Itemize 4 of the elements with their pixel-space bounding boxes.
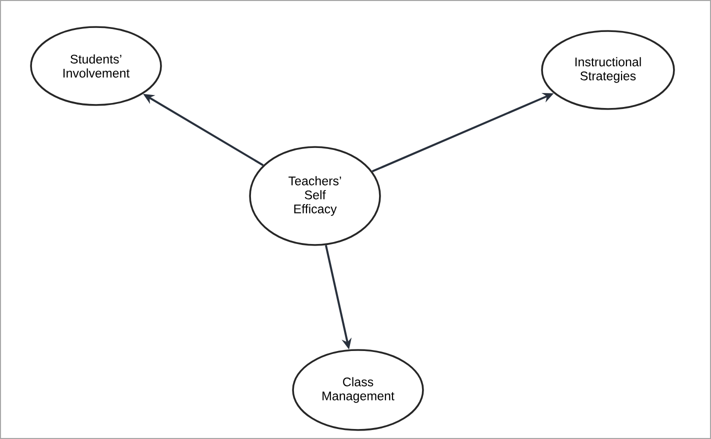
ellipse-node: Students’ Involvement <box>30 26 162 106</box>
ellipse-node: Instructional Strategies <box>541 30 675 110</box>
ellipse-node: Class Management <box>292 349 424 431</box>
ellipse-node: Teachers’ Self Efficacy <box>249 146 381 246</box>
